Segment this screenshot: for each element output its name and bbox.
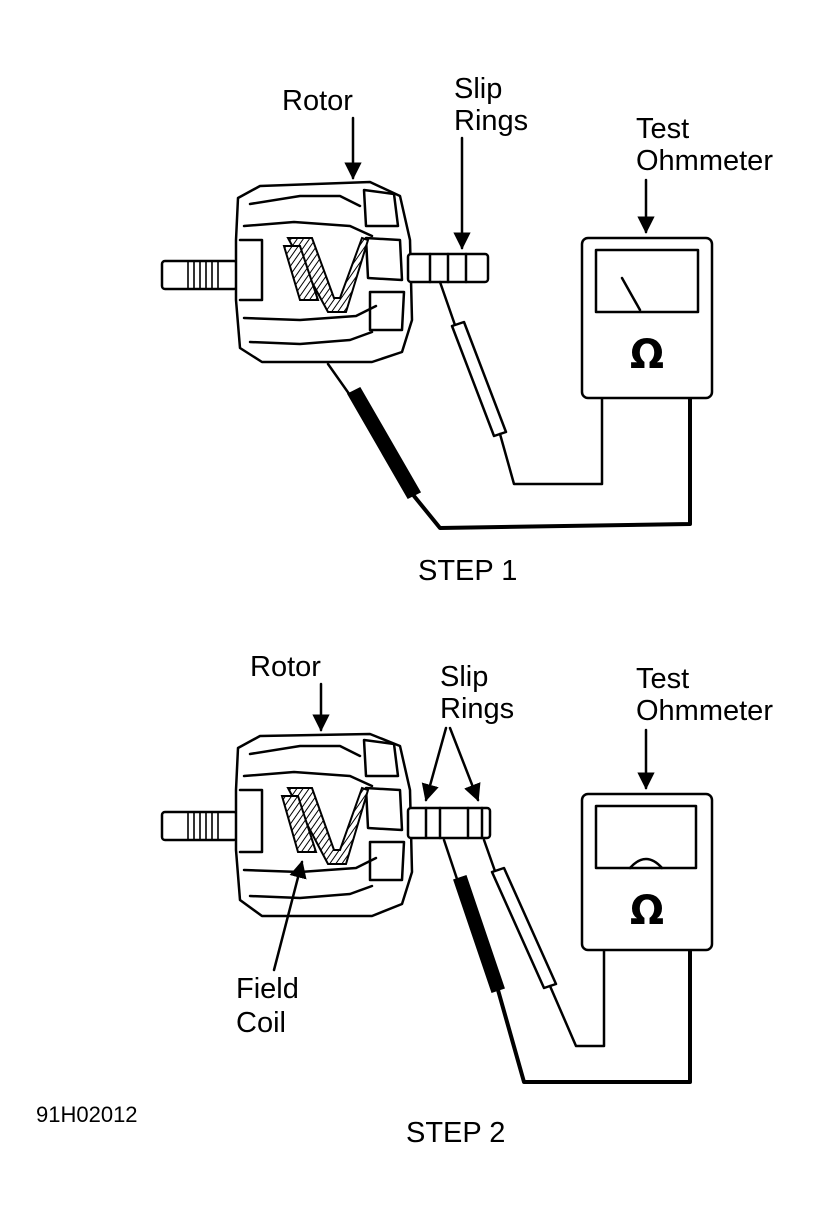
step1-probe-body — [326, 362, 692, 530]
step2-ohmmeter: Ω — [580, 792, 714, 952]
step2-arrow-slip-ring-1 — [421, 726, 448, 802]
step2-ohm-symbol: Ω — [630, 888, 664, 934]
step2-arrow-slip-ring-2 — [448, 726, 481, 802]
figure-id: 91H02012 — [36, 1102, 138, 1127]
step1-label-rotor: Rotor — [282, 85, 353, 117]
step1-probe-black-handle — [346, 387, 422, 499]
step1-ohmmeter-dial — [594, 248, 700, 314]
step1-ohmmeter-needle — [620, 276, 642, 312]
step1-label-slip: Slip — [454, 73, 502, 105]
step1-field-coil — [286, 236, 370, 313]
step2-label-rings: Rings — [440, 693, 514, 725]
step2-rotor — [160, 732, 492, 918]
step1-ohmmeter: Ω — [580, 236, 714, 400]
step2-ohmmeter-dial — [594, 804, 698, 870]
step1-probe-white-handle — [450, 320, 508, 438]
step2-panel: Ω Rotor Slip Rings Test Ohmmeter Field C… — [160, 651, 773, 1149]
step2-field-coil — [286, 786, 370, 865]
step2-label-test: Test — [636, 663, 689, 695]
step2-probe-white-handle — [490, 866, 558, 990]
step2-label-rotor: Rotor — [250, 651, 321, 683]
step2-arrow-field-coil — [272, 860, 307, 972]
step1-ohm-symbol: Ω — [630, 332, 664, 378]
step2-probe-black-handle — [453, 875, 505, 993]
step1-caption: STEP 1 — [418, 555, 517, 587]
step1-panel: Ω Rotor Slip Rings Test Ohmmeter STEP 1 — [160, 73, 773, 587]
step2-slip-rings — [406, 806, 492, 840]
step1-label-rings: Rings — [454, 105, 528, 137]
step1-shaft-threads — [187, 261, 219, 289]
step1-label-test: Test — [636, 113, 689, 145]
step2-shaft-threads — [187, 812, 219, 840]
step2-label-coil: Coil — [236, 1007, 286, 1039]
step2-label-ohmmeter: Ohmmeter — [636, 695, 773, 727]
step2-probe-b — [482, 838, 606, 1048]
step2-label-slip: Slip — [440, 661, 488, 693]
step1-rotor — [160, 180, 490, 364]
step2-ohmmeter-needle-pivot — [628, 857, 664, 870]
step2-probe-a — [442, 838, 692, 1084]
step1-probe-slipring — [438, 280, 604, 486]
step1-label-ohmmeter: Ohmmeter — [636, 145, 773, 177]
step2-label-field: Field — [236, 973, 299, 1005]
step2-caption: STEP 2 — [406, 1117, 505, 1149]
